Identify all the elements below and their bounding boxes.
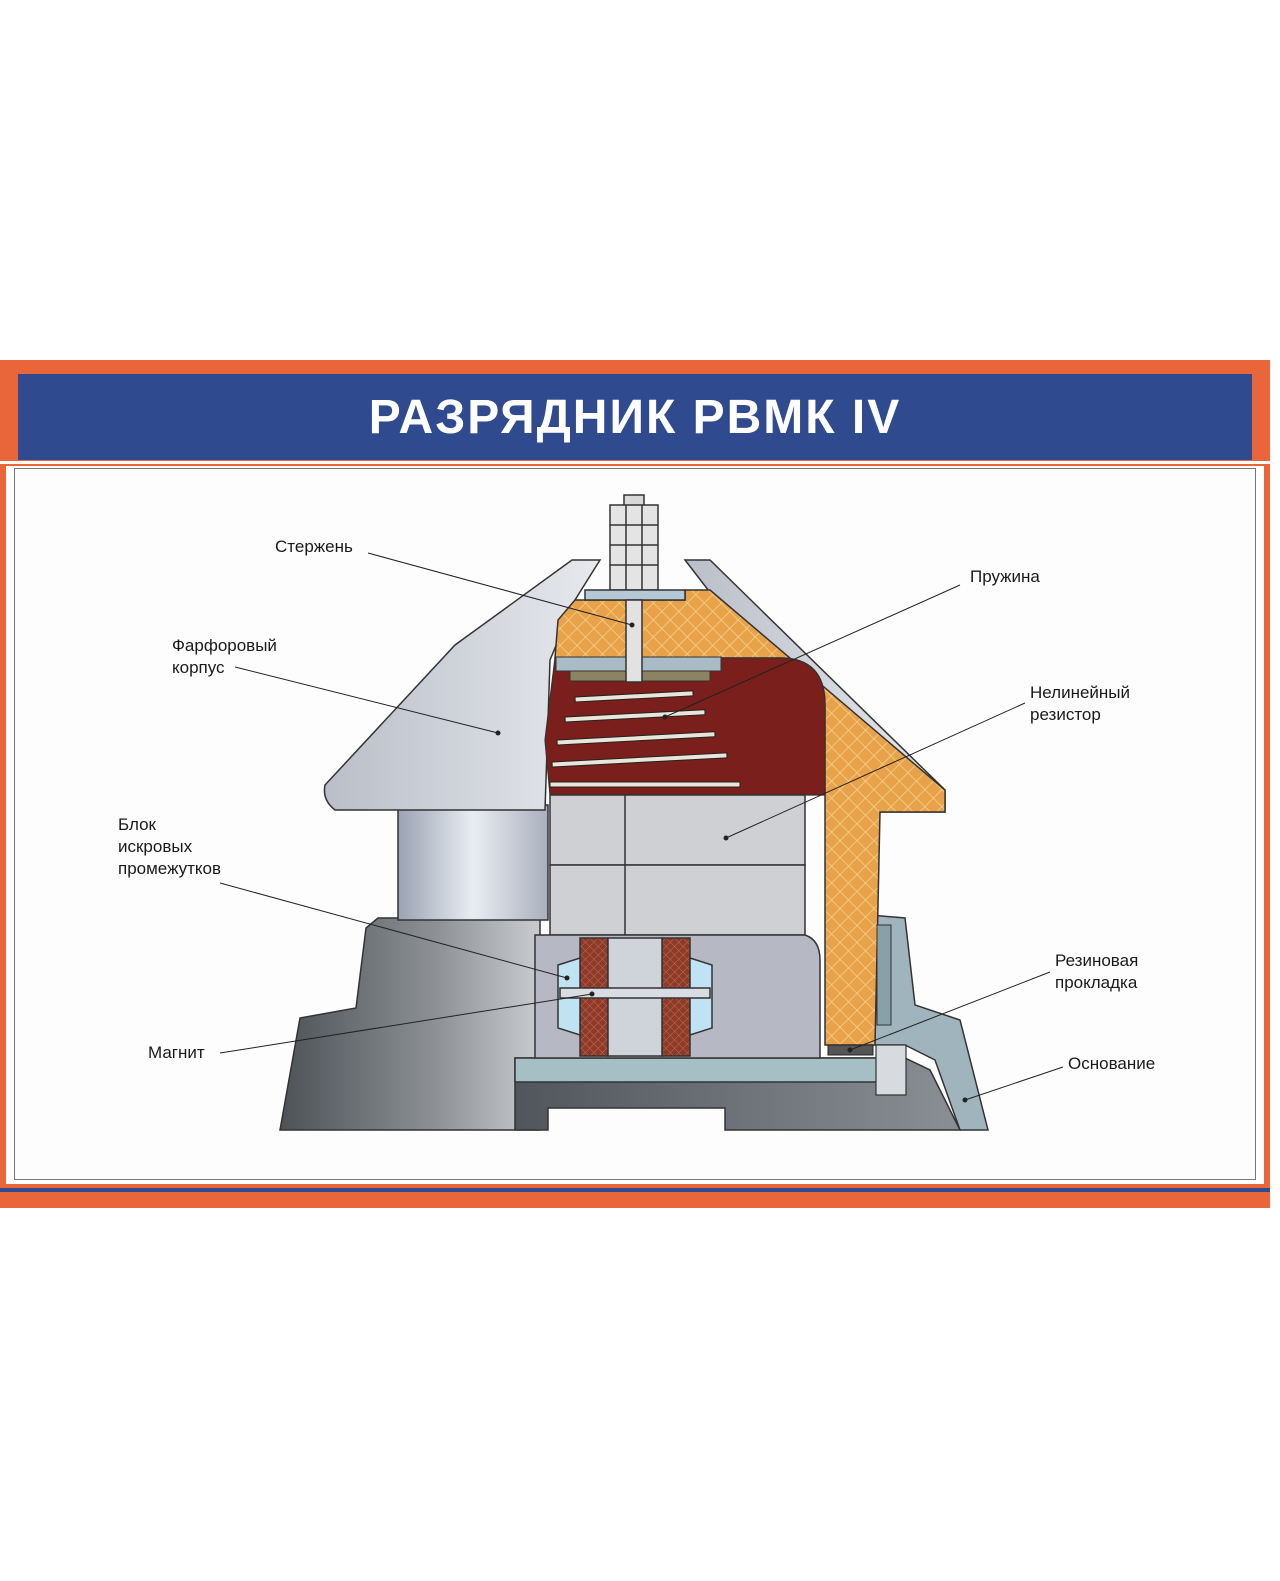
label-base: Основание (1068, 1054, 1155, 1073)
label-gasket-1: Резиновая (1055, 951, 1138, 970)
label-rod: Стержень (275, 537, 353, 556)
magnet (559, 987, 711, 999)
base-bolt (875, 1044, 907, 1096)
label-spark-1: Блок (118, 815, 157, 834)
label-spark-3: промежутков (118, 859, 221, 878)
nonlinear-resistor (549, 794, 806, 936)
label-porcelain-2: корпус (172, 658, 225, 677)
footer-stripe (0, 1188, 1270, 1192)
labels: Стержень Пружина Фарфоровый корпус Нелин… (118, 537, 1155, 1073)
spring (549, 690, 741, 788)
title-bar: РАЗРЯДНИК РВМК IV (18, 374, 1252, 460)
cross-section (534, 589, 946, 1059)
rod (584, 494, 686, 683)
label-magnet: Магнит (148, 1043, 205, 1062)
label-resistor-1: Нелинейный (1030, 683, 1130, 702)
label-spark-2: искровых (118, 837, 193, 856)
leader-lines (219, 552, 1064, 1103)
divider (0, 461, 1270, 464)
poster-title: РАЗРЯДНИК РВМК IV (368, 390, 902, 444)
label-resistor-2: резистор (1030, 705, 1101, 724)
label-porcelain-1: Фарфоровый (172, 636, 277, 655)
label-spring: Пружина (970, 567, 1040, 586)
label-gasket-2: прокладка (1055, 973, 1138, 992)
base-plate (514, 1057, 906, 1083)
spark-gap-block (534, 934, 821, 1059)
base-teeth (876, 924, 892, 1026)
base (279, 914, 989, 1131)
